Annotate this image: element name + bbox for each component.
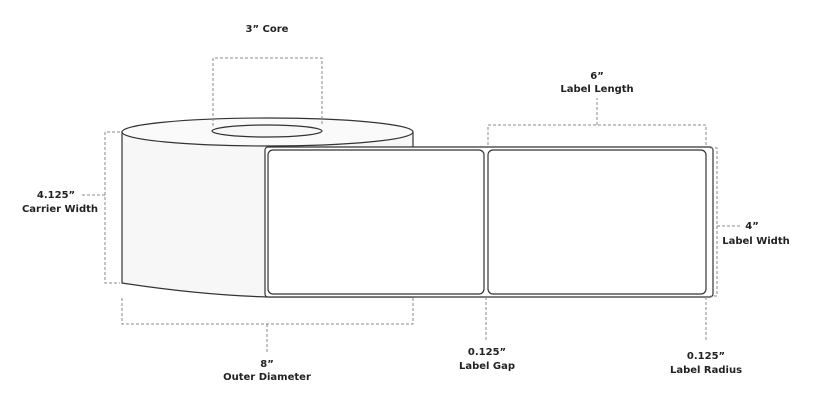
outer-diameter-label: Outer Diameter [223,372,311,383]
carrier-width-value: 4.125” [37,190,75,201]
label-1 [267,149,485,295]
carrier-width-label: Carrier Width [22,204,98,215]
label-gap-value: 0.125” [468,347,506,358]
carrier-width-dimension: 4.125” Carrier Width [22,131,120,284]
label-length-dimension: 6” Label Length [487,71,707,145]
outer-diameter-dimension: 8” Outer Diameter [121,298,414,383]
label-width-value: 4” [745,221,759,232]
label-radius-label: Label Radius [670,365,742,376]
label-length-value: 6” [590,71,604,82]
label-radius-value: 0.125” [687,351,725,362]
label-width-label: Label Width [722,236,790,247]
label-length-label: Label Length [560,84,633,95]
outer-diameter-value: 8” [260,359,274,370]
core-text: 3” Core [246,24,289,35]
label-gap-dimension: 0.125” Label Gap [459,297,515,372]
label-width-dimension: 4” Label Width [710,147,790,297]
label-gap-label: Label Gap [459,361,515,372]
label-2 [487,149,707,295]
roll-core [211,124,323,138]
core-dimension: 3” Core [212,24,323,126]
label-radius-dimension: 0.125” Label Radius [670,297,742,376]
